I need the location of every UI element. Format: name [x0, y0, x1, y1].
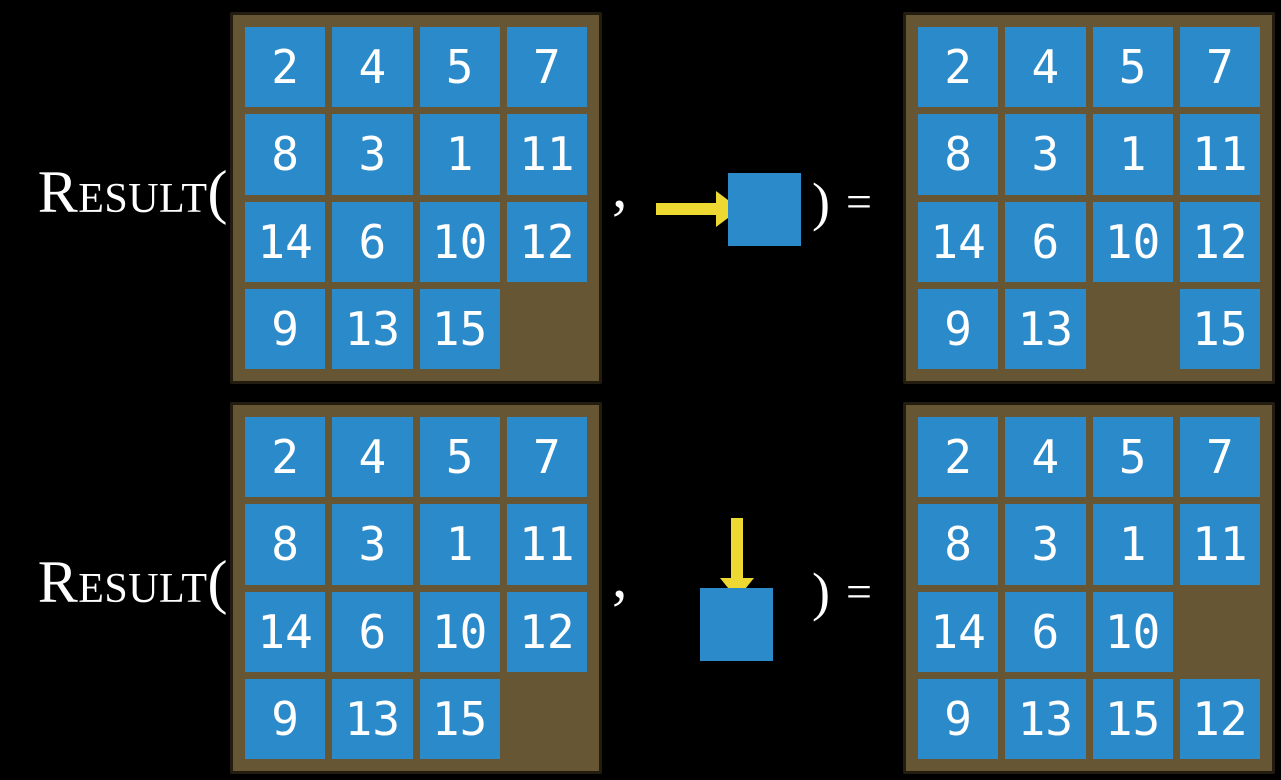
puzzle-tile: 8	[918, 504, 999, 585]
puzzle-tile: 7	[1179, 27, 1260, 108]
puzzle-tile: 8	[918, 114, 999, 195]
puzzle-tile: 15	[419, 288, 500, 369]
puzzle-tile: 14	[918, 591, 999, 672]
puzzle-tile: 8	[245, 504, 326, 585]
move-down-arrow-icon	[720, 518, 754, 599]
puzzle-tile: 13	[332, 678, 413, 759]
puzzle-tile: 3	[332, 114, 413, 195]
equals-sign: =	[845, 566, 872, 617]
puzzle-tile: 8	[245, 114, 326, 195]
puzzle-tile: 2	[918, 27, 999, 108]
puzzle-tile: 4	[1005, 417, 1086, 498]
moving-tile-square	[728, 173, 801, 246]
puzzle-tile: 1	[419, 504, 500, 585]
puzzle-tile: 1	[1092, 114, 1173, 195]
puzzle-tile: 5	[419, 417, 500, 498]
puzzle-tile: 7	[506, 27, 587, 108]
puzzle-tile: 12	[506, 201, 587, 282]
close-paren-equals-group: ) =	[812, 164, 872, 240]
puzzle-tile: 10	[1092, 201, 1173, 282]
close-paren: )	[812, 172, 830, 232]
puzzle-tile: 10	[419, 591, 500, 672]
puzzle-tile: 14	[918, 201, 999, 282]
moving-tile-square	[700, 588, 773, 661]
puzzle-tile: 12	[506, 591, 587, 672]
puzzle-tile: 1	[1092, 504, 1173, 585]
puzzle-tile: 11	[1179, 504, 1260, 585]
empty-cell	[507, 679, 587, 759]
empty-cell	[1180, 592, 1260, 672]
puzzle-tile: 6	[332, 591, 413, 672]
puzzle-tile: 9	[918, 678, 999, 759]
puzzle-tile: 4	[1005, 27, 1086, 108]
puzzle-tile: 9	[245, 288, 326, 369]
result-function-label: Result(	[37, 549, 228, 615]
puzzle-tile: 12	[1179, 201, 1260, 282]
puzzle-tile: 11	[1179, 114, 1260, 195]
puzzle-tile: 5	[419, 27, 500, 108]
puzzle-tile: 14	[245, 201, 326, 282]
puzzle-tile: 9	[918, 288, 999, 369]
puzzle-tile: 15	[419, 678, 500, 759]
argument-separator-comma: ,	[612, 153, 628, 221]
argument-separator-comma: ,	[612, 543, 628, 611]
puzzle-tile: 14	[245, 591, 326, 672]
puzzle-tile: 1	[419, 114, 500, 195]
puzzle-tile: 6	[332, 201, 413, 282]
puzzle-tile: 3	[332, 504, 413, 585]
puzzle-tile: 2	[245, 27, 326, 108]
result-function-label: Result(	[37, 159, 228, 225]
puzzle-tile: 4	[332, 417, 413, 498]
close-paren: )	[812, 562, 830, 622]
puzzle-tile: 12	[1179, 678, 1260, 759]
puzzle-tile: 15	[1092, 678, 1173, 759]
puzzle-tile: 7	[506, 417, 587, 498]
puzzle-tile: 5	[1092, 417, 1173, 498]
puzzle-tile: 7	[1179, 417, 1260, 498]
puzzle-tile: 3	[1005, 114, 1086, 195]
puzzle-tile: 13	[332, 288, 413, 369]
close-paren-equals-group: ) =	[812, 554, 872, 630]
puzzle-tile: 2	[245, 417, 326, 498]
puzzle-tile: 11	[506, 504, 587, 585]
puzzle-tile: 13	[1005, 678, 1086, 759]
puzzle-tile: 11	[506, 114, 587, 195]
empty-cell	[507, 289, 587, 369]
puzzle-tile: 10	[1092, 591, 1173, 672]
puzzle-tile: 15	[1179, 288, 1260, 369]
puzzle-tile: 6	[1005, 201, 1086, 282]
equals-sign: =	[845, 176, 872, 227]
puzzle-tile: 6	[1005, 591, 1086, 672]
puzzle-tile: 9	[245, 678, 326, 759]
puzzle-tile: 13	[1005, 288, 1086, 369]
puzzle-tile: 2	[918, 417, 999, 498]
empty-cell	[1093, 289, 1173, 369]
puzzle-tile: 3	[1005, 504, 1086, 585]
puzzle-tile: 5	[1092, 27, 1173, 108]
puzzle-tile: 4	[332, 27, 413, 108]
puzzle-tile: 10	[419, 201, 500, 282]
